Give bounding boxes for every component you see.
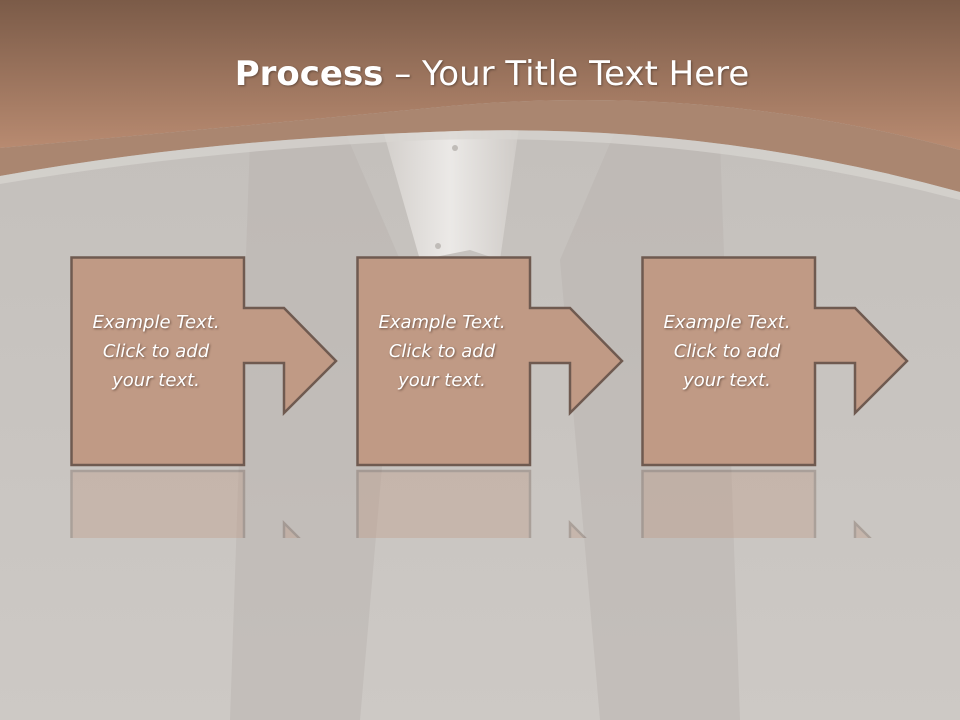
arrow-box-shape <box>70 256 338 467</box>
step-text[interactable]: Example Text. Click to add your text. <box>92 312 220 391</box>
step-text[interactable]: Example Text. Click to add your text. <box>663 312 791 391</box>
title-bold: Process <box>234 54 384 94</box>
process-step-3[interactable]: Example Text. Click to add your text. <box>641 256 911 468</box>
arrow-box-shape <box>641 256 909 467</box>
process-step-1[interactable]: Example Text. Click to add your text. <box>70 256 340 468</box>
step-reflection <box>641 468 911 538</box>
arrow-box-shape <box>356 256 624 467</box>
slide-title[interactable]: Process – Your Title Text Here <box>0 52 960 96</box>
step-reflection <box>70 468 340 538</box>
step-text[interactable]: Example Text. Click to add your text. <box>378 312 506 391</box>
step-reflection <box>356 468 626 538</box>
process-step-2[interactable]: Example Text. Click to add your text. <box>356 256 626 468</box>
title-rest: – Your Title Text Here <box>383 54 750 94</box>
